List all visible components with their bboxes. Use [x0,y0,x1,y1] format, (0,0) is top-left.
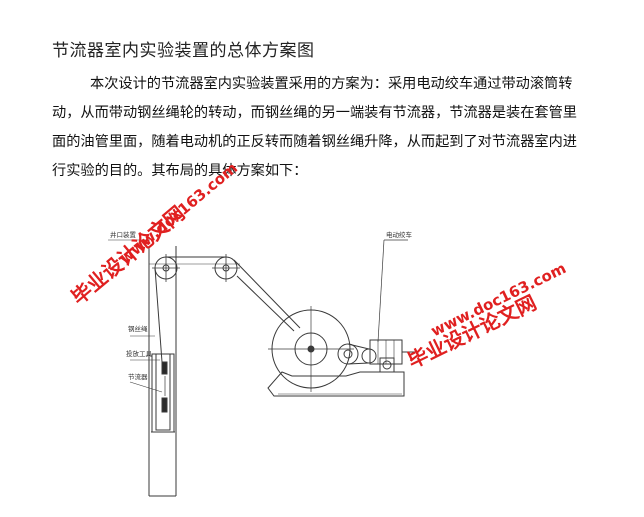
paragraph-line-2: 动，从而带动钢丝绳轮的转动，而钢丝绳的另一端装有节流器，节流器是装在套管里 [52,105,577,121]
paragraph-line-3: 面的油管里面，随着电动机的正反转而随着钢丝绳升降，从而起到了对节流器室内进 [52,134,577,150]
label-winch: 电动绞车 [386,230,413,239]
label-tool: 投放工具 [126,349,153,358]
label-choke: 节流器 [128,372,148,381]
label-top-left: 井口装置 [110,230,137,239]
body-paragraph: 本次设计的节流器室内实验装置采用的方案为：采用电动绞车通过带动滚筒转 动，从而带… [52,70,612,186]
motor-housing [379,357,395,373]
paragraph-line-1: 本次设计的节流器室内实验装置采用的方案为：采用电动绞车通过带动滚筒转 [90,76,573,92]
belt-pulley-left-hub [343,349,353,359]
paragraph-line-4: 行实验的目的。其布局的具体方案如下： [52,163,308,179]
page-heading: 节流器室内实验装置的总体方案图 [52,41,315,61]
wire-rope-down [154,267,163,363]
base-skid [267,371,405,397]
belt-pulley-right [361,348,377,364]
wire-rope-to-drum-upper [233,259,301,329]
label-wire-rope: 钢丝绳 [128,324,148,333]
tool-body [161,397,168,413]
choke-body [161,361,168,375]
tubing [155,353,171,431]
wire-rope-to-drum-lower [236,275,295,332]
